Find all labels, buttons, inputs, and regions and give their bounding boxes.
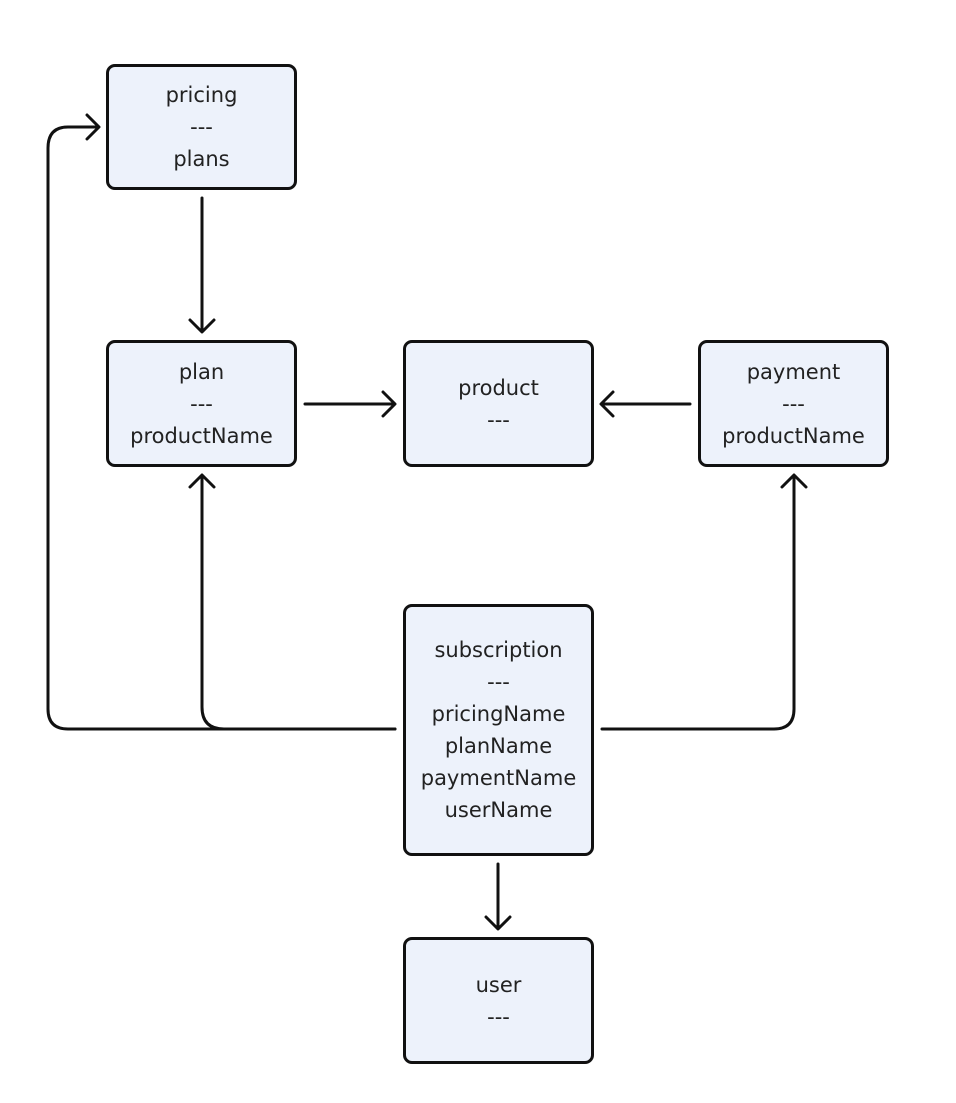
node-field: productName	[130, 423, 273, 448]
node-separator: ---	[487, 407, 510, 432]
node-field: paymentName	[420, 766, 577, 790]
node-field: pricingName	[431, 702, 566, 726]
node-user[interactable]: user ---	[403, 937, 594, 1064]
edge-pricing-to-plan	[188, 196, 216, 334]
node-field: productName	[722, 423, 865, 448]
node-separator: ---	[487, 1004, 510, 1029]
node-title: pricing	[165, 83, 238, 107]
node-title: product	[458, 375, 539, 400]
node-separator: ---	[190, 391, 213, 416]
node-subscription[interactable]: subscription --- pricingName planName pa…	[403, 604, 594, 856]
node-payment[interactable]: payment --- productName	[698, 340, 889, 467]
node-title: user	[475, 972, 522, 997]
node-title: subscription	[434, 638, 563, 662]
node-separator: ---	[782, 391, 805, 416]
node-product[interactable]: product ---	[403, 340, 594, 467]
edge-payment-to-product	[599, 390, 692, 418]
node-title: plan	[178, 359, 225, 384]
edge-subscription-to-payment	[600, 473, 808, 731]
node-separator: ---	[190, 115, 213, 139]
edge-subscription-to-pricing	[46, 113, 397, 731]
edge-subscription-to-user	[484, 862, 512, 931]
edge-plan-to-product	[303, 390, 397, 418]
node-field: userName	[444, 798, 553, 822]
node-field: planName	[444, 734, 553, 758]
node-field: plans	[173, 147, 230, 171]
node-title: payment	[746, 359, 841, 384]
edge-subscription-to-plan	[188, 473, 397, 731]
node-pricing[interactable]: pricing --- plans	[106, 64, 297, 190]
node-plan[interactable]: plan --- productName	[106, 340, 297, 467]
node-separator: ---	[487, 670, 510, 694]
